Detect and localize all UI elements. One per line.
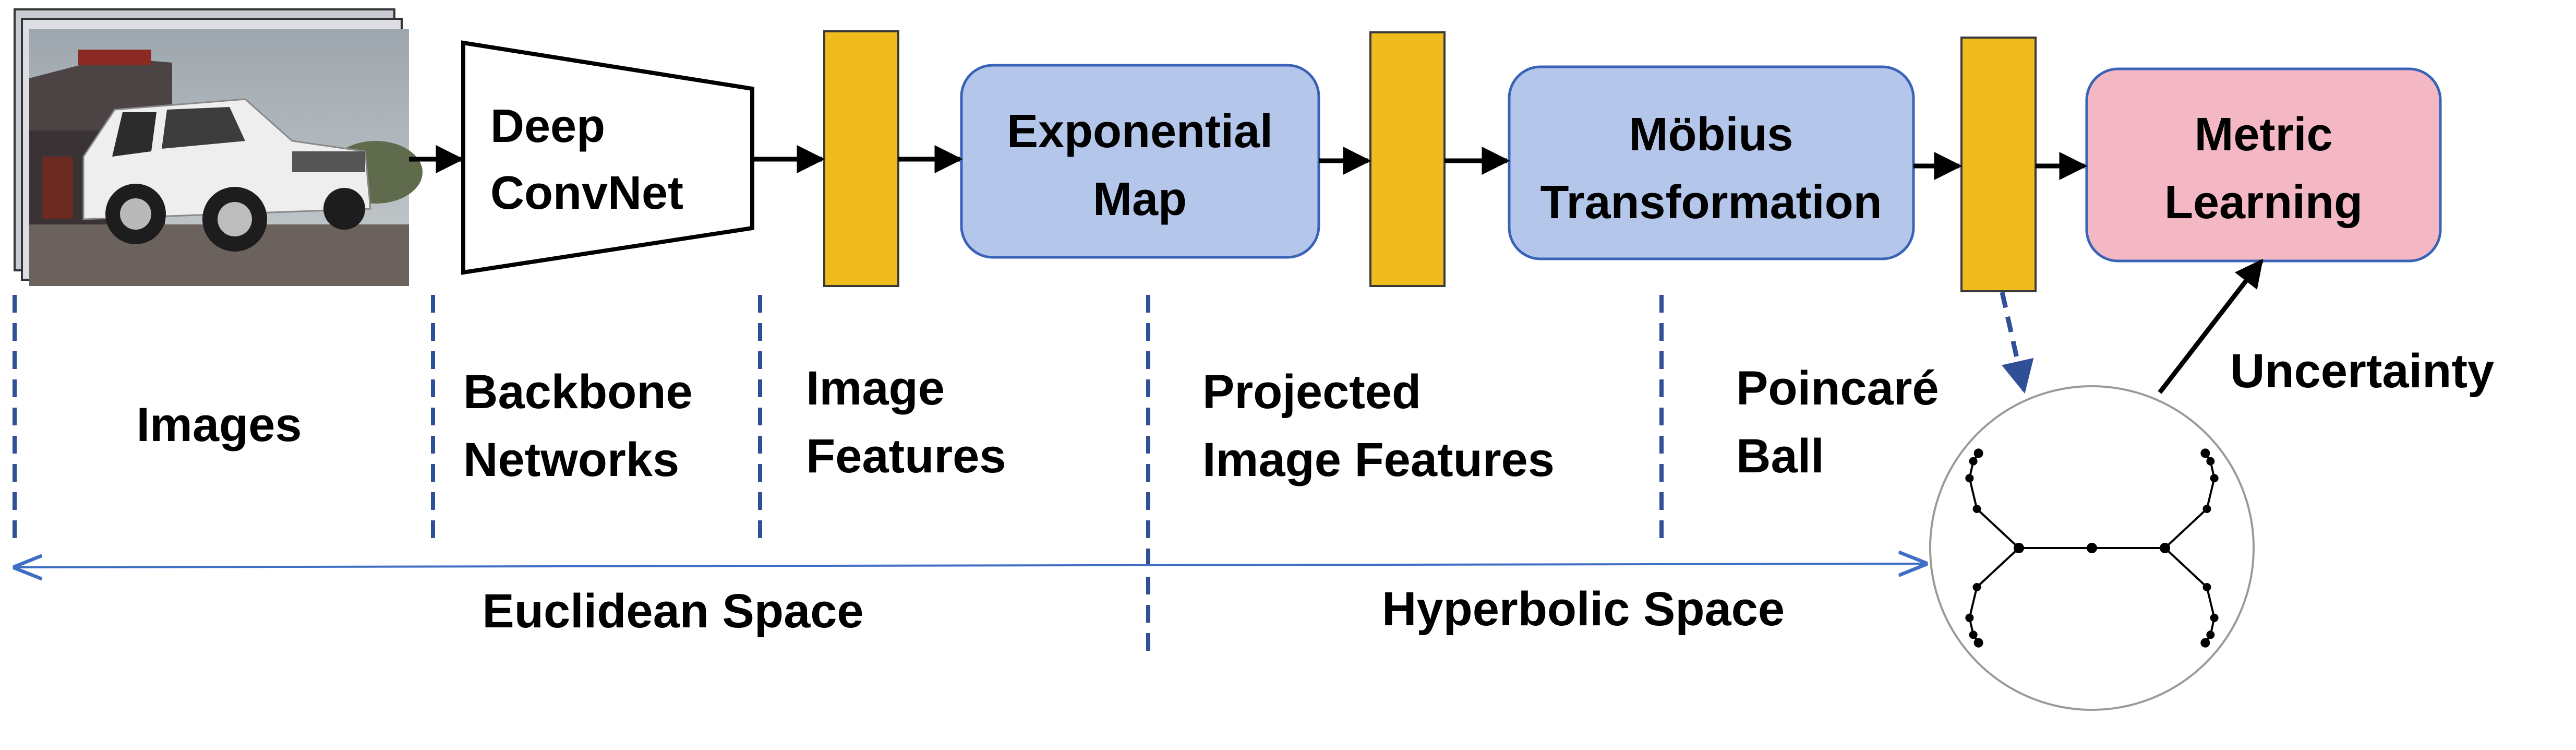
tree-edge — [1968, 478, 1978, 509]
backbone-title-line1: Deep — [490, 100, 605, 152]
input-image-stack — [14, 8, 423, 286]
image-feature-bar — [823, 30, 899, 287]
mobius-transformation-block: Möbius Transformation — [1508, 65, 1915, 260]
flow-arrows — [409, 145, 2264, 394]
tree-node — [1973, 448, 1983, 458]
label-euclidean-space: Euclidean Space — [482, 585, 863, 638]
mobius-title-line2: Transformation — [1540, 176, 1882, 229]
hyperbolic-tree — [1965, 448, 2219, 648]
label-image-features-line2: Features — [806, 430, 1006, 483]
poincare-feature-bar — [1960, 37, 2037, 292]
arrow-uncertainty-to-metric — [2158, 258, 2264, 394]
label-projected-line2: Image Features — [1202, 433, 1555, 486]
tree-edge — [1976, 547, 2020, 588]
exp-map-title-line1: Exponential — [1007, 105, 1273, 158]
label-backbone-line2: Networks — [463, 433, 679, 486]
exponential-map-block: Exponential Map — [960, 64, 1320, 259]
metric-learning-block: Metric Learning — [2085, 67, 2442, 263]
tree-node — [2200, 638, 2210, 648]
tree-edge — [2164, 508, 2208, 549]
tree-node — [1973, 638, 1983, 648]
tree-node — [2087, 543, 2097, 553]
backbone-title-line2: ConvNet — [490, 167, 683, 219]
convnet-trapezoid — [461, 40, 754, 275]
arrow-features-to-poincare-disk — [2000, 292, 2034, 394]
hyperbolic-tree-disk-icon — [1929, 385, 2255, 711]
label-poincare-line2: Ball — [1736, 430, 1824, 483]
tree-edge — [1968, 587, 1978, 618]
metric-title-line1: Metric — [2194, 109, 2332, 161]
label-poincare-line1: Poincaré — [1736, 362, 1939, 415]
label-backbone-line1: Backbone — [463, 365, 693, 419]
stage-separators — [13, 295, 1664, 655]
tree-edge — [2206, 587, 2216, 618]
space-range-arrow — [16, 564, 1925, 567]
label-hyperbolic-space: Hyperbolic Space — [1382, 582, 1785, 636]
label-image-features-line1: Image — [806, 362, 945, 415]
tree-edge — [2164, 547, 2208, 588]
label-uncertainty: Uncertainty — [2230, 344, 2494, 398]
exp-map-title-line2: Map — [1093, 173, 1187, 225]
mobius-title-line1: Möbius — [1629, 109, 1793, 161]
projected-feature-bar — [1369, 31, 1446, 287]
backbone-block: Deep ConvNet — [461, 40, 754, 275]
label-images: Images — [136, 398, 302, 451]
tree-edge — [1976, 508, 2020, 549]
tree-edge — [2206, 478, 2216, 509]
suv-photo-icon — [29, 29, 423, 286]
label-projected-line1: Projected — [1202, 365, 1421, 419]
metric-title-line2: Learning — [2164, 176, 2363, 229]
tree-node — [2200, 448, 2210, 458]
